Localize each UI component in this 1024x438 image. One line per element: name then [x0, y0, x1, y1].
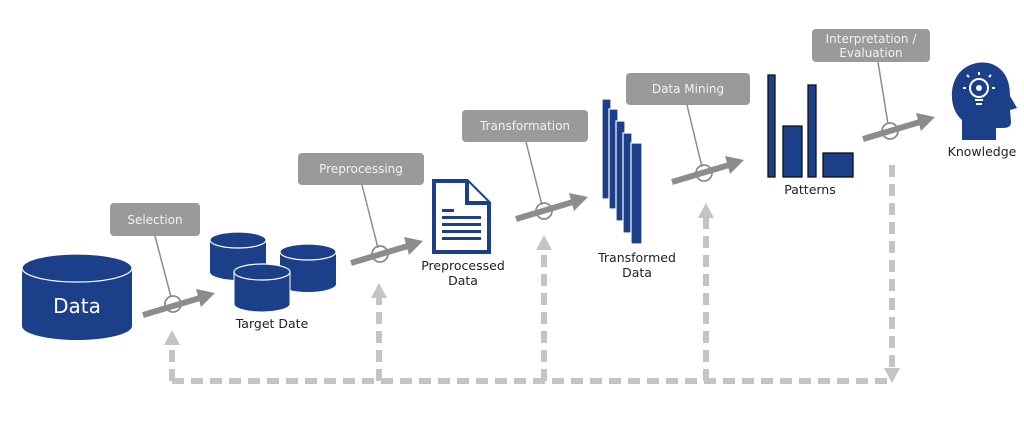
arrowhead-selection	[196, 289, 215, 307]
datamining-connector	[686, 104, 703, 168]
head-lightbulb-icon	[951, 62, 1017, 140]
arrowhead-interpretation	[916, 113, 935, 131]
transformation-connector	[525, 141, 543, 206]
stacked-pages-icon	[601, 98, 643, 245]
feedback-arrowhead-transformation	[536, 235, 552, 250]
step-selection: Selection	[110, 203, 200, 236]
datamining-node	[695, 164, 713, 182]
patterns-label: Patterns	[784, 182, 836, 197]
step-transformation: Transformation	[462, 110, 588, 142]
feedback-arrowhead-datamining	[698, 203, 714, 218]
transformed-data-label: Transformed Data	[598, 250, 676, 280]
interpretation-connector	[877, 61, 889, 125]
arrowhead-transformation	[569, 193, 588, 211]
document-icon	[432, 179, 491, 254]
data-label: Data	[53, 294, 101, 318]
arrow-preprocessing	[350, 243, 409, 266]
preprocessing-node	[371, 245, 389, 263]
transformation-node	[535, 202, 553, 220]
arrow-selection	[142, 295, 201, 318]
arrow-interpretation	[862, 119, 921, 142]
databases-icon	[209, 231, 337, 313]
feedback-arrowhead-down	[884, 368, 900, 383]
feedback-loop	[169, 165, 895, 384]
feedback-arrowhead-selection	[164, 330, 180, 345]
selection-connector	[154, 235, 172, 298]
pattern-bar-1	[767, 74, 776, 178]
target-data-label: Target Date	[235, 316, 309, 331]
pattern-bar-3	[807, 84, 817, 178]
preprocessed-data-label: Preprocessed Data	[421, 258, 505, 288]
arrow-datamining	[671, 162, 730, 185]
feedback-arrowhead-preprocessing	[371, 283, 387, 298]
bar-chart-icon	[767, 74, 854, 178]
step-preprocessing: Preprocessing	[298, 153, 424, 185]
arrowhead-preprocessing	[404, 237, 423, 255]
interpretation-node	[881, 122, 899, 140]
step-interpretation-evaluation: Interpretation / Evaluation	[812, 29, 930, 62]
selection-node	[164, 295, 182, 313]
preprocessing-connector	[361, 184, 379, 249]
arrow-transformation	[515, 199, 574, 222]
knowledge-label: Knowledge	[947, 144, 1017, 159]
pattern-bar-4	[822, 152, 854, 178]
database-icon	[21, 253, 133, 340]
step-data-mining: Data Mining	[626, 73, 750, 105]
pattern-bar-2	[782, 125, 803, 178]
arrowhead-datamining	[725, 156, 744, 174]
